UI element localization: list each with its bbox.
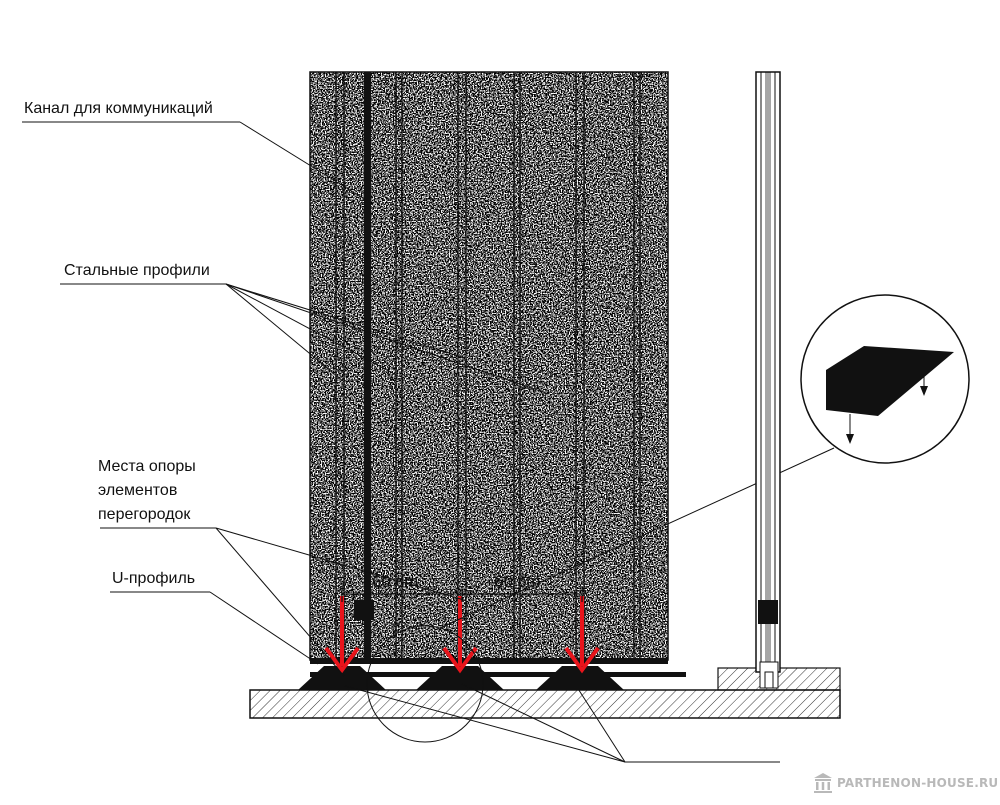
columns-icon <box>814 773 832 793</box>
load-arrows <box>324 596 600 674</box>
watermark-text: PARTHENON-HOUSE.RU <box>837 776 999 790</box>
u-profile <box>310 658 686 677</box>
partition-panel <box>309 71 669 661</box>
steel-profiles-label: Стальные профили <box>64 262 210 279</box>
dimension-left: 60 cm <box>372 572 419 591</box>
support-label-line2: элементов <box>98 482 178 499</box>
support-pad <box>536 666 624 690</box>
load-arrow <box>564 596 600 674</box>
load-arrow <box>442 596 478 674</box>
support-label-line1: Места опоры <box>98 458 196 475</box>
support-label-line3: перегородок <box>98 506 191 523</box>
magnified-support-icon <box>800 294 970 464</box>
communication-channel <box>354 72 374 662</box>
floor-slab <box>249 689 841 719</box>
side-section <box>717 71 841 691</box>
channel-label: Канал для коммуникаций <box>24 100 213 117</box>
support-pad <box>298 666 386 690</box>
leader-lines <box>22 121 780 763</box>
dimension-right: 60 cm <box>494 572 541 591</box>
u-profile-label: U-профиль <box>112 570 196 587</box>
watermark: PARTHENON-HOUSE.RU <box>812 770 998 796</box>
steel-profiles <box>335 72 641 658</box>
load-arrow <box>324 596 360 674</box>
